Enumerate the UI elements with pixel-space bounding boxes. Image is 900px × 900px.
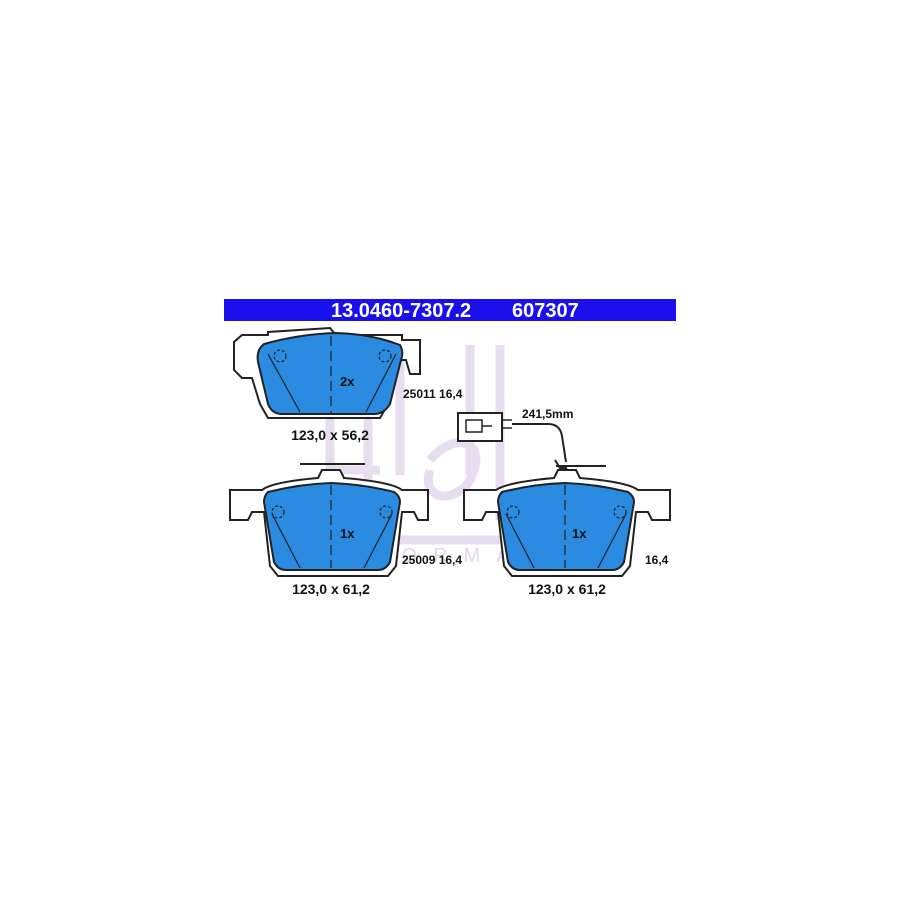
pad-bottom-right-dimensions: 123,0 x 61,2 bbox=[528, 581, 606, 597]
pad-bottom-right-ref: 16,4 bbox=[645, 553, 669, 567]
pad-bottom-right-quantity: 1x bbox=[572, 526, 587, 541]
sensor-connector bbox=[457, 412, 503, 442]
sensor-length: 241,5mm bbox=[522, 407, 573, 421]
pad-top-quantity: 2x bbox=[340, 374, 355, 389]
pad-top bbox=[233, 326, 421, 419]
pad-bottom-left bbox=[229, 463, 429, 577]
sensor-cable bbox=[512, 423, 567, 463]
friction-pad bbox=[496, 481, 636, 571]
part-number: 13.0460-7307.2 bbox=[331, 300, 471, 322]
pad-top-dimensions: 123,0 x 56,2 bbox=[291, 427, 369, 443]
wear-sensor bbox=[457, 412, 606, 487]
pad-top-ref: 25011 16,4 bbox=[403, 387, 463, 401]
product-code: 607307 bbox=[512, 300, 579, 322]
pad-bottom-left-ref: 25009 16,4 bbox=[402, 553, 462, 567]
pad-bottom-left-quantity: 1x bbox=[340, 526, 355, 541]
header-bar bbox=[224, 299, 676, 321]
pad-bottom-right bbox=[463, 469, 671, 577]
friction-pad bbox=[256, 331, 404, 415]
friction-pad bbox=[262, 481, 402, 571]
pad-bottom-left-dimensions: 123,0 x 61,2 bbox=[292, 581, 370, 597]
